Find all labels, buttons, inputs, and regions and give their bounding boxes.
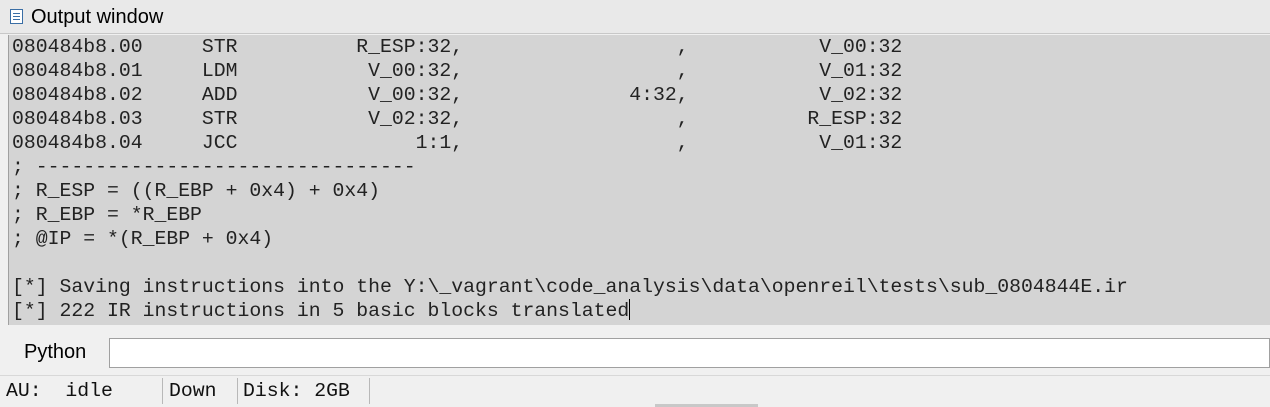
log-line: 080484b8.01 LDM V_00:32, , V_01:32: [12, 60, 903, 82]
status-disk: Disk: 2GB: [242, 378, 370, 404]
log-line: ; @IP = *(R_EBP + 0x4): [12, 228, 274, 250]
document-icon: [10, 9, 23, 24]
text-caret: [629, 299, 631, 320]
log-line: 080484b8.04 JCC 1:1, , V_01:32: [12, 132, 903, 154]
log-line: ; R_EBP = *R_EBP: [12, 204, 202, 226]
log-line-text: [*] 222 IR instructions in 5 basic block…: [12, 300, 630, 322]
log-line-last: [*] 222 IR instructions in 5 basic block…: [12, 299, 631, 323]
status-autoanalysis: AU: idle: [6, 378, 163, 404]
log-line: 080484b8.00 STR R_ESP:32, , V_00:32: [12, 36, 903, 58]
log-line: [*] Saving instructions into the Y:\_vag…: [12, 276, 1128, 298]
status-direction: Down: [167, 378, 238, 404]
log-line: 080484b8.03 STR V_02:32, , R_ESP:32: [12, 108, 903, 130]
title-bar[interactable]: Output window: [0, 0, 1270, 34]
log-line: 080484b8.02 ADD V_00:32, 4:32, V_02:32: [12, 84, 903, 106]
python-command-input[interactable]: [109, 338, 1270, 368]
log-line: ; --------------------------------: [12, 156, 416, 178]
window-title: Output window: [31, 6, 164, 28]
log-line: ; R_ESP = ((R_EBP + 0x4) + 0x4): [12, 180, 380, 202]
console-language-label[interactable]: Python: [24, 341, 87, 363]
status-bar: AU: idle Down Disk: 2GB: [0, 375, 1270, 407]
status-divider: [655, 404, 758, 407]
output-log[interactable]: 080484b8.00 STR R_ESP:32, , V_00:32 0804…: [8, 35, 1270, 325]
